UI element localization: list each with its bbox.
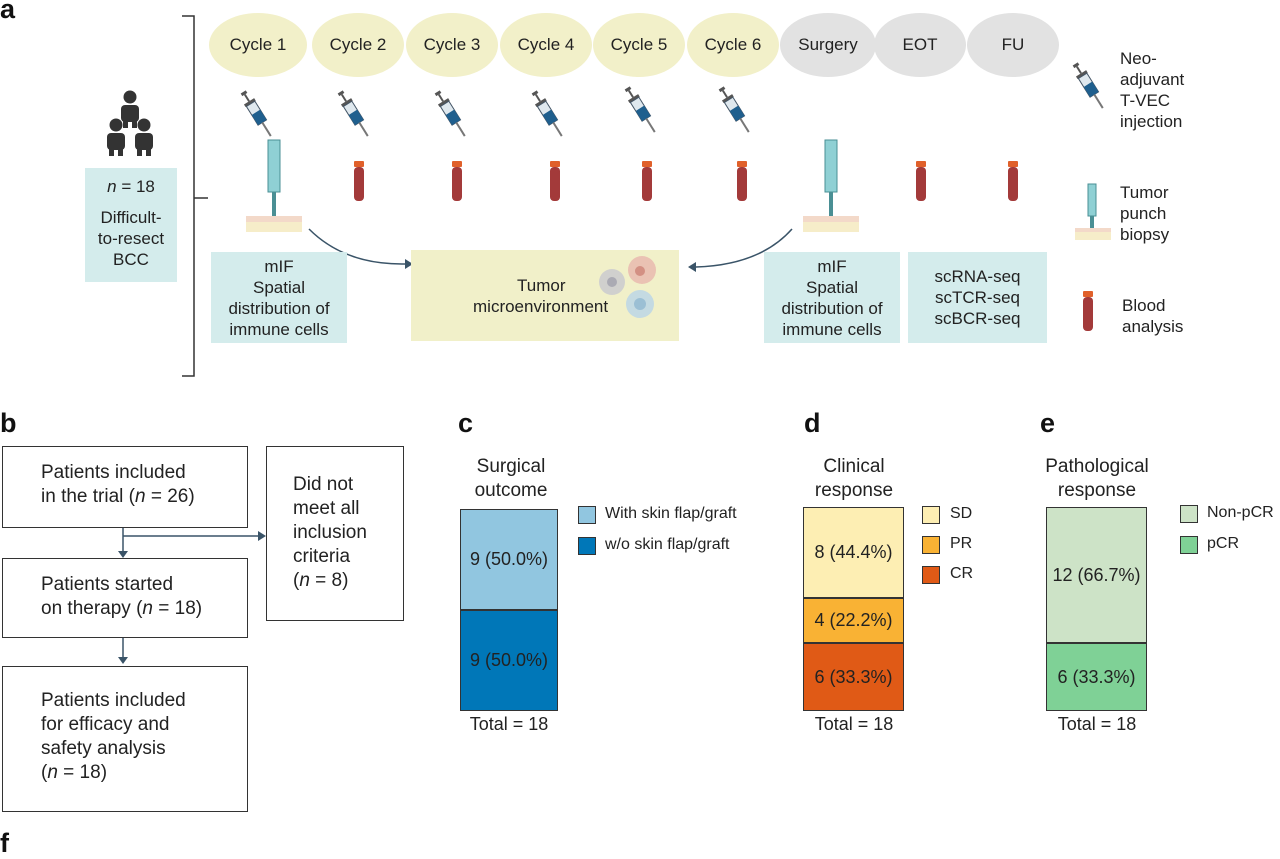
chart-c-bar: 9 (50.0%) 9 (50.0%) [460, 509, 558, 711]
syringe-icon [531, 90, 563, 137]
chart-e-total: Total = 18 [1057, 714, 1137, 734]
timeline-cycle-3: Cycle 3 [406, 13, 498, 77]
tme-line-1: Tumor [517, 275, 566, 295]
legend-label: SD [950, 505, 973, 522]
chart-d-total: Total = 18 [814, 714, 894, 734]
seq-box: scRNA-seq scTCR-seq scBCR-seq [908, 252, 1047, 343]
mif-line-1: mIF [817, 256, 847, 276]
timeline-fu: FU [967, 13, 1059, 77]
legend-swatch [922, 536, 940, 554]
mif-line-4: immune cells [782, 319, 882, 339]
chart-e-bar: 12 (66.7%) 6 (33.3%) [1046, 507, 1147, 711]
arrow-right-to-tme [688, 228, 793, 272]
timeline-cycle-6: Cycle 6 [687, 13, 779, 77]
syringe-icon [337, 90, 369, 137]
cells-icon [599, 256, 656, 318]
mif-line-3: distribution of [781, 298, 883, 318]
legend-swatch [1180, 505, 1198, 523]
biopsy-needle-icon [1075, 183, 1111, 240]
blood-tube-icon [737, 161, 747, 201]
legend-blood-label: Blood analysis [1122, 296, 1184, 336]
flow-box-excluded: Did not meet all inclusion criteria (n =… [266, 446, 404, 621]
syringe-icon [624, 86, 656, 133]
blood-tube-icon [916, 161, 926, 201]
mif-line-4: immune cells [229, 319, 329, 339]
mif-box-left: mIF Spatial distribution of immune cells [211, 252, 347, 343]
panel-label-f: f [0, 828, 9, 858]
blood-tube-icon [1083, 291, 1093, 331]
timeline-cycle-5: Cycle 5 [593, 13, 685, 77]
arrow-left-to-tme [308, 228, 413, 269]
timeline-cycle-4: Cycle 4 [500, 13, 592, 77]
chart-d-segment-pr: 4 (22.2%) [803, 597, 904, 643]
timeline-surgery: Surgery [780, 13, 876, 77]
seq-line-2: scTCR-seq [934, 288, 1020, 307]
chart-e-segment-pcr: 6 (33.3%) [1046, 643, 1147, 711]
legend-injection-label: Neo- adjuvant T-VEC injection [1120, 49, 1185, 131]
mif-line-2: Spatial [253, 277, 305, 297]
legend-swatch [1180, 536, 1198, 554]
legend-label: w/o skin flap/graft [605, 536, 730, 553]
legend-label: PR [950, 535, 973, 552]
panel-label-a: a [0, 0, 16, 24]
chart-d-segment-sd: 8 (44.4%) [803, 507, 904, 598]
timeline-cycle-1: Cycle 1 [209, 13, 307, 77]
panel-label-e: e [1040, 408, 1056, 438]
flow-box-started: Patients started on therapy (n = 18) [2, 558, 248, 638]
mif-line-3: distribution of [228, 298, 330, 318]
syringe-icon [434, 90, 466, 137]
mif-box-right: mIF Spatial distribution of immune cells [764, 252, 900, 343]
chart-e-segment-non-pcr: 12 (66.7%) [1046, 507, 1147, 643]
syringe-icon [240, 90, 272, 137]
legend-swatch [922, 506, 940, 524]
mif-line-1: mIF [264, 256, 294, 276]
seq-line-1: scRNA-seq [934, 267, 1021, 286]
chart-c-total: Total = 18 [469, 714, 549, 734]
panel-label-d: d [804, 408, 821, 438]
seq-line-3: scBCR-seq [934, 309, 1021, 328]
legend-label: CR [950, 565, 974, 582]
mif-line-2: Spatial [806, 277, 858, 297]
blood-tube-icon [1008, 161, 1018, 201]
cohort-desc-3: BCC [113, 250, 149, 269]
flow-box-analysis: Patients included for efficacy and safet… [2, 666, 248, 812]
flow-box-included: Patients included in the trial (n = 26) [2, 446, 248, 528]
cohort-desc-1: Difficult- [100, 208, 162, 227]
chart-d-segment-cr: 6 (33.3%) [803, 643, 904, 711]
panel-label-c: c [458, 408, 474, 438]
legend-swatch [922, 566, 940, 584]
tme-line-2: microenvironment [473, 296, 609, 316]
patients-icon [107, 90, 153, 156]
chart-c-segment-without-flap: 9 (50.0%) [460, 610, 558, 711]
legend-swatch [578, 537, 596, 555]
biopsy-needle-icon [803, 139, 859, 232]
legend-label: pCR [1207, 535, 1240, 552]
chart-c-title: Surgical outcome [474, 456, 548, 501]
chart-d-bar: 8 (44.4%) 4 (22.2%) 6 (33.3%) [803, 507, 904, 711]
legend-label: With skin flap/graft [605, 505, 737, 522]
timeline-eot: EOT [874, 13, 966, 77]
cohort-desc-2: to-resect [97, 229, 165, 248]
legend-biopsy-label: Tumor punch biopsy [1120, 183, 1170, 244]
flow-arrows [118, 528, 266, 664]
timeline-cycle-2: Cycle 2 [312, 13, 404, 77]
chart-d-title: Clinical response [814, 456, 894, 501]
syringe-icon [1072, 62, 1104, 109]
legend-label: Non-pCR [1207, 504, 1274, 521]
syringe-icon [718, 86, 750, 133]
chart-e-title: Pathological response [1045, 456, 1149, 501]
blood-tube-icon [550, 161, 560, 201]
chart-c-segment-with-flap: 9 (50.0%) [460, 509, 558, 610]
biopsy-needle-icon [246, 139, 302, 232]
blood-tube-icon [452, 161, 462, 201]
blood-tube-icon [354, 161, 364, 201]
cohort-bracket [182, 15, 208, 377]
cohort-n: n = 18 [107, 177, 155, 196]
blood-tube-icon [642, 161, 652, 201]
panel-label-b: b [0, 408, 17, 438]
legend-swatch [578, 506, 596, 524]
cohort-box: n = 18 Difficult- to-resect BCC [85, 168, 177, 282]
